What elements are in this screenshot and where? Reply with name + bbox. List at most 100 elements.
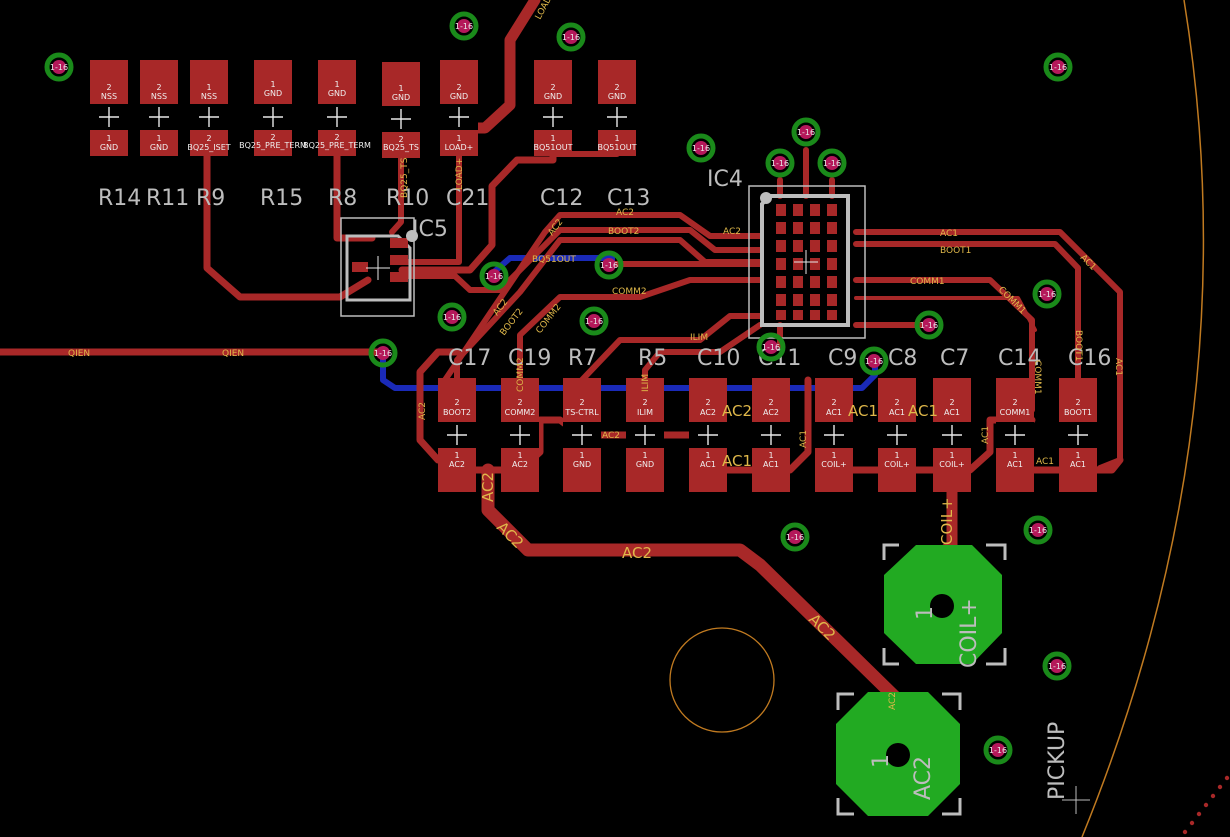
pad-number: 1 <box>334 80 339 89</box>
component-R9[interactable]: 1 NSS 2 BQ25_ISET R9 <box>187 60 231 211</box>
net-label-boot1: BOOT1 <box>1073 330 1083 361</box>
via-label: 1-16 <box>1049 63 1067 72</box>
net-label-comm1: COMM1 <box>1032 360 1042 395</box>
via-layer: 1-16 1-16 1-16 1-16 1-16 1-16 1-16 1-16 1-16 1-16… <box>44 11 1073 765</box>
pad-net-label: BQ25_PRE_TERM <box>239 141 307 150</box>
via-label: 1-16 <box>762 343 780 352</box>
component-R10[interactable]: 1 GND 2 BQ25_TS R10 <box>382 62 429 211</box>
component-C12[interactable]: 2 GND 1 BQ51OUT C12 <box>533 60 583 211</box>
via[interactable]: 1-16 <box>479 261 509 291</box>
pad-net-label: COIL+ <box>939 460 964 469</box>
component-R15[interactable]: 1 GND 2 BQ25_PRE_TERM R15 <box>239 60 307 211</box>
via[interactable]: 1-16 <box>859 346 889 376</box>
via[interactable]: 1-16 <box>44 52 74 82</box>
component-C7[interactable]: 2 AC1 1 COIL+ C7 <box>933 346 971 492</box>
pad-net-label: BQ51OUT <box>533 143 572 152</box>
net-label-ac2: AC2 <box>723 227 741 237</box>
pad-number: 1 <box>550 134 555 143</box>
pad-number: 1 <box>206 83 211 92</box>
via-label: 1-16 <box>455 22 473 31</box>
via[interactable]: 1-16 <box>791 117 821 147</box>
pad-number: 2 <box>705 398 710 407</box>
pad-number: 2 <box>206 134 211 143</box>
pad-number: 1 <box>705 451 710 460</box>
pad-number: 1 <box>831 451 836 460</box>
net-label-ac2: AC2 <box>616 208 634 218</box>
net-label-boot1: BOOT1 <box>940 246 971 256</box>
pad-net-label: BOOT1 <box>1064 408 1092 417</box>
pad-net-label: AC2 <box>449 460 465 469</box>
ref-designator: C21 <box>446 186 489 211</box>
component-C21[interactable]: 2 GND 1 LOAD+ C21 <box>440 60 489 211</box>
component-C11[interactable]: 2 AC2 1 AC1 C11 <box>752 346 801 492</box>
via[interactable]: 1-16 <box>594 250 624 280</box>
via-label: 1-16 <box>1029 526 1047 535</box>
component-C14[interactable]: 2 COMM1 1 AC1 C14 <box>996 346 1041 492</box>
via[interactable]: 1-16 <box>983 735 1013 765</box>
pickup-connector[interactable]: 1 COIL+ 1 AC2 AC2 PICKUP <box>836 543 1090 816</box>
ic5-ref: IC5 <box>412 217 448 242</box>
via[interactable]: 1-16 <box>1023 515 1053 545</box>
via[interactable]: 1-16 <box>765 148 795 178</box>
ref-designator: C19 <box>508 346 551 371</box>
component-R8[interactable]: 1 GND 2 BQ25_PRE_TERM R8 <box>303 60 371 211</box>
component-R11[interactable]: 2 NSS 1 GND R11 <box>140 60 189 211</box>
pad-net-label: GND <box>264 89 282 98</box>
pad-number: 1 <box>270 80 275 89</box>
via[interactable]: 1-16 <box>914 310 944 340</box>
component-C17[interactable]: 2 BOOT2 1 AC2 C17 <box>438 346 491 492</box>
net-label-bq51out: BQ51OUT <box>532 255 576 265</box>
ic4-footprint[interactable]: IC4 <box>707 167 866 339</box>
ref-designator: R10 <box>386 186 429 211</box>
ref-designator: C8 <box>888 346 917 371</box>
net-label-comm2: COMM2 <box>612 287 647 297</box>
net-label-ac1: AC1 <box>908 402 938 420</box>
via[interactable]: 1-16 <box>686 133 716 163</box>
pad-net-label: AC2 <box>763 408 779 417</box>
component-R5[interactable]: 2 ILIM 1 GND R5 <box>626 346 667 492</box>
pad-net-label: AC1 <box>889 408 905 417</box>
via-label: 1-16 <box>989 746 1007 755</box>
via[interactable]: 1-16 <box>780 522 810 552</box>
pad-net-label: AC1 <box>763 460 779 469</box>
via[interactable]: 1-16 <box>1043 52 1073 82</box>
via[interactable]: 1-16 <box>368 338 398 368</box>
component-R14[interactable]: 2 NSS 1 GND R14 <box>90 60 141 211</box>
net-label-ac1: AC1 <box>981 426 991 444</box>
pad-net-label: AC1 <box>826 408 842 417</box>
component-C8[interactable]: 2 AC1 1 COIL+ C8 <box>878 346 917 492</box>
pad-number: 2 <box>1012 398 1017 407</box>
pad-number: 2 <box>768 398 773 407</box>
component-C13[interactable]: 2 GND 1 BQ51OUT C13 <box>597 60 650 211</box>
via[interactable]: 1-16 <box>756 332 786 362</box>
via[interactable]: 1-16 <box>1032 279 1062 309</box>
component-C19[interactable]: 2 COMM2 1 AC2 C19 <box>501 346 551 492</box>
component-C9[interactable]: 2 AC1 1 COIL+ C9 <box>815 346 857 492</box>
board-edge-dots <box>1182 775 1230 835</box>
ref-designator: R14 <box>98 186 141 211</box>
pad-number: 2 <box>1075 398 1080 407</box>
via-label: 1-16 <box>443 313 461 322</box>
pad-net-label: BQ25_ISET <box>187 143 230 152</box>
via[interactable]: 1-16 <box>556 22 586 52</box>
via[interactable]: 1-16 <box>579 306 609 336</box>
via[interactable]: 1-16 <box>437 302 467 332</box>
pad-net-label: BQ51OUT <box>597 143 636 152</box>
pad-net-label: GND <box>573 460 591 469</box>
net-label-ac1: AC1 <box>940 229 958 239</box>
via[interactable]: 1-16 <box>449 11 479 41</box>
net-label-ac2: AC2 <box>418 402 428 420</box>
via-label: 1-16 <box>771 159 789 168</box>
pad-net-label: GND <box>608 92 626 101</box>
net-label-comm1: COMM1 <box>910 277 945 287</box>
pad-number: 1 <box>398 84 403 93</box>
via[interactable]: 1-16 <box>1042 651 1072 681</box>
via-label: 1-16 <box>585 317 603 326</box>
component-C10[interactable]: 2 AC2 1 AC1 C10 <box>689 346 740 492</box>
pickup-pad-net: AC2 <box>911 756 936 800</box>
ic5-footprint[interactable]: IC5 <box>340 217 448 317</box>
component-C16[interactable]: 2 BOOT1 1 AC1 C16 <box>1059 346 1111 492</box>
via[interactable]: 1-16 <box>817 148 847 178</box>
component-R7[interactable]: 2 TS-CTRL 1 GND R7 <box>563 346 601 492</box>
